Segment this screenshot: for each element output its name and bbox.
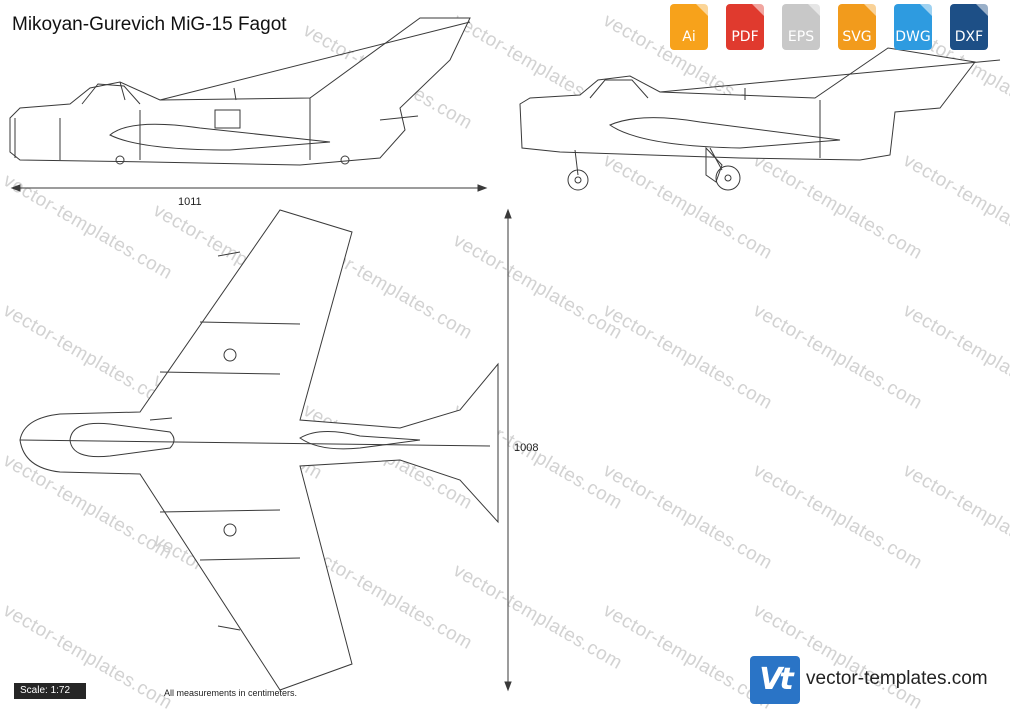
length-dimension-label: 1011 [178,196,202,208]
page-title: Mikoyan-Gurevich MiG-15 Fagot [12,14,287,35]
format-download-icons: Ai PDF EPS SVG DWG DXF [666,4,1006,56]
format-label: PDF [731,29,759,45]
wingspan-dimension-label: 1008 [514,442,539,454]
landing-gear-view-drawing [519,47,1001,191]
format-label: DXF [954,29,984,45]
eps-format-icon[interactable]: EPS [778,4,824,52]
svg-format-icon[interactable]: SVG [834,4,880,52]
side-view-drawing [9,17,471,166]
vt-logo-icon[interactable]: Vt [750,656,800,704]
brand-site-link[interactable]: vector-templates.com [806,668,988,689]
format-label: EPS [787,29,815,45]
length-dimension-line [10,184,488,192]
format-label: SVG [842,29,872,45]
format-label: DWG [895,29,931,45]
pdf-format-icon[interactable]: PDF [722,4,768,52]
dwg-format-icon[interactable]: DWG [890,4,936,52]
dxf-format-icon[interactable]: DXF [946,4,992,52]
measurement-note: All measurements in centimeters. [164,688,298,698]
format-label: Ai [682,29,696,45]
wingspan-dimension-line [504,208,512,692]
ai-format-icon[interactable]: Ai [666,4,712,52]
top-view-drawing [19,209,499,691]
scale-badge: Scale: 1:72 [14,683,86,699]
